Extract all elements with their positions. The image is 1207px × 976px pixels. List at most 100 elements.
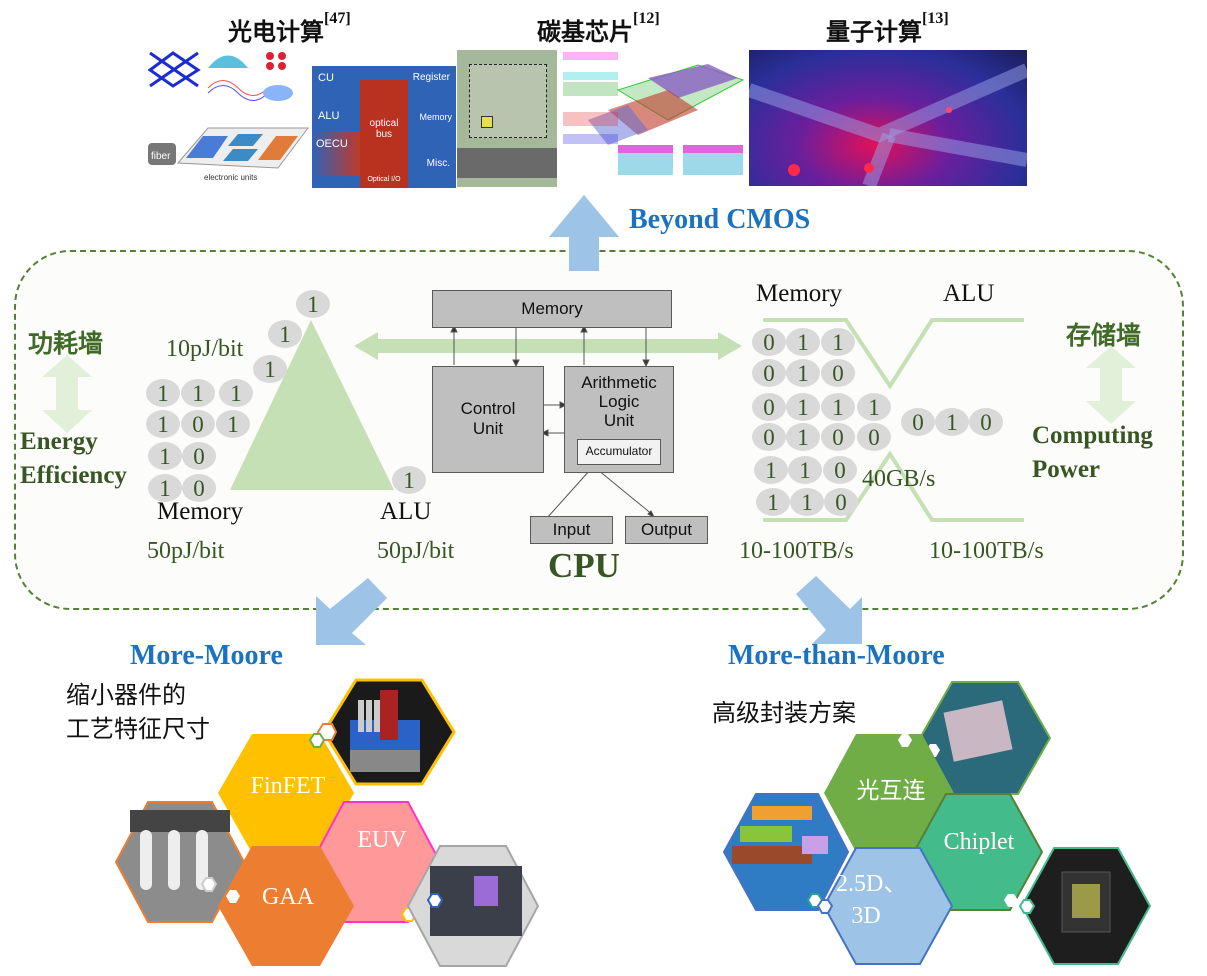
cnt-chip-photo <box>457 50 557 187</box>
more-than-moore-arrow-icon <box>796 576 862 644</box>
oecu-block <box>312 131 360 176</box>
bit-circle: 0 <box>752 393 786 421</box>
computing-power-label: Computing Power <box>1032 419 1153 487</box>
citation-ref: [13] <box>922 10 949 27</box>
cu-label: CU <box>318 72 334 84</box>
bit-circle: 1 <box>935 408 969 436</box>
bit-circle: 0 <box>821 423 855 451</box>
euv-machine-image-hex <box>406 845 540 967</box>
power-memory-label: Memory <box>157 498 244 525</box>
chiplet-label: Chiplet <box>943 829 1015 855</box>
more-than-moore-title: More-than-Moore <box>728 640 945 671</box>
bit-circle: 0 <box>823 456 857 484</box>
bottleneck-bandwidth-value: 40GB/s <box>862 466 936 492</box>
optical-bus-block-diagram: CU Register ALU Memory OECU optical bus … <box>312 66 456 188</box>
power-wall-title: 功耗墙 <box>28 329 104 358</box>
more-moore-title: More-Moore <box>130 640 283 671</box>
panel-title-text: 光电计算 <box>228 18 324 46</box>
control-unit-block: Control Unit <box>432 366 544 473</box>
bit-circle: 0 <box>752 359 786 387</box>
alu-label: ALU <box>318 110 340 122</box>
bit-circle: 0 <box>182 474 216 502</box>
more-moore-hex-cluster <box>114 678 540 967</box>
bit-circle: 0 <box>752 328 786 356</box>
panel-title-quantum: 量子计算[13] <box>826 10 949 47</box>
bit-circle: 1 <box>821 393 855 421</box>
quantum-lab-art <box>749 63 1027 186</box>
control-unit-line2: Unit <box>472 419 504 438</box>
misc-label: Misc. <box>426 158 450 169</box>
computing-label: Computing <box>1032 422 1153 449</box>
chip-die-area <box>469 64 547 138</box>
more-than-moore-hex-cluster <box>722 681 1152 965</box>
panel-title-text: 碳基芯片 <box>537 18 633 46</box>
bit-circle: 1 <box>219 379 253 407</box>
oecu-chip <box>258 136 298 160</box>
memory-bandwidth-value: 10-100TB/s <box>739 538 854 564</box>
optical-table-arm <box>862 132 896 186</box>
optical-io-label: Optical I/O <box>367 176 401 183</box>
legend-layer3 <box>563 82 618 96</box>
metal-layer-1 <box>588 105 648 145</box>
bit-circle: 1 <box>146 379 180 407</box>
finfet-hex <box>218 734 354 853</box>
gaa-hex <box>218 846 354 966</box>
bit-circle: 0 <box>824 488 858 516</box>
bit-circle: 1 <box>786 359 820 387</box>
hex-connector-dot <box>200 877 218 892</box>
bit-circle: 1 <box>821 328 855 356</box>
bit-circle: 0 <box>857 423 891 451</box>
mode-dot <box>266 62 274 70</box>
chip-zoom-region <box>481 116 493 128</box>
bit-circle: 1 <box>788 456 822 484</box>
quantum-lab-photo <box>749 50 1027 186</box>
bit-circle: 1 <box>790 488 824 516</box>
laser-spot <box>788 164 800 176</box>
legend-layer2 <box>563 112 618 126</box>
gate-bar-2 <box>683 145 743 153</box>
bit-circle: 1 <box>268 320 302 348</box>
energy-efficiency-label: Energy Efficiency <box>20 425 127 493</box>
efficiency-label: Efficiency <box>20 462 127 489</box>
mode-dot <box>266 52 274 60</box>
optical-bus-label: optical bus <box>369 118 399 140</box>
beyond-cmos-arrow-overlay <box>549 195 619 271</box>
bit-circle: 1 <box>216 410 250 438</box>
bit-circle: 0 <box>821 359 855 387</box>
hex-connector-dot <box>426 893 444 908</box>
cnfet-3d-diagram <box>558 50 746 187</box>
more-moore-subtitle: 缩小器件的 工艺特征尺寸 <box>66 678 210 746</box>
memory-energy-value: 50pJ/bit <box>147 538 225 564</box>
legend-layer1 <box>563 134 618 144</box>
panel-title-text: 量子计算 <box>826 18 922 46</box>
bit-circle: 0 <box>969 408 1003 436</box>
memory-wall-title: 存储墙 <box>1066 321 1142 350</box>
more-than-moore-subtitle: 高级封装方案 <box>712 699 856 727</box>
alu-block: Arithmetic Logic Unit Accumulator <box>564 366 674 473</box>
subtitle-line2: 工艺特征尺寸 <box>66 715 210 743</box>
energy-label: Energy <box>20 428 98 455</box>
optical-io-chip <box>186 136 228 158</box>
triangle-top-value: 10pJ/bit <box>166 336 244 362</box>
phase-wave <box>207 80 269 96</box>
bit-circle: 1 <box>786 423 820 451</box>
fiber-icon <box>148 143 176 165</box>
bit-circle: 0 <box>182 442 216 470</box>
more-moore-arrow-icon <box>316 578 387 645</box>
gate-bar <box>618 145 673 153</box>
hex-connector-dot <box>308 733 326 748</box>
gaa-image-hex <box>114 801 246 923</box>
double-arrow-icon <box>1086 346 1136 424</box>
memwall-memory-label: Memory <box>756 280 843 307</box>
2-5d-3d-label: 2.5D、3D <box>836 871 908 929</box>
legend-layer4 <box>563 72 618 80</box>
bit-circle: 1 <box>786 328 820 356</box>
control-unit-line1: Control <box>460 399 516 418</box>
package-image-hex <box>722 793 850 911</box>
micrograph-strip <box>457 148 557 178</box>
cpu-connectors <box>450 324 656 519</box>
bit-circle: 0 <box>181 410 215 438</box>
photonic-illustration: fiber electronic units <box>148 48 310 188</box>
hex-connector-dot <box>1018 899 1036 914</box>
power-alu-label: ALU <box>380 498 432 525</box>
